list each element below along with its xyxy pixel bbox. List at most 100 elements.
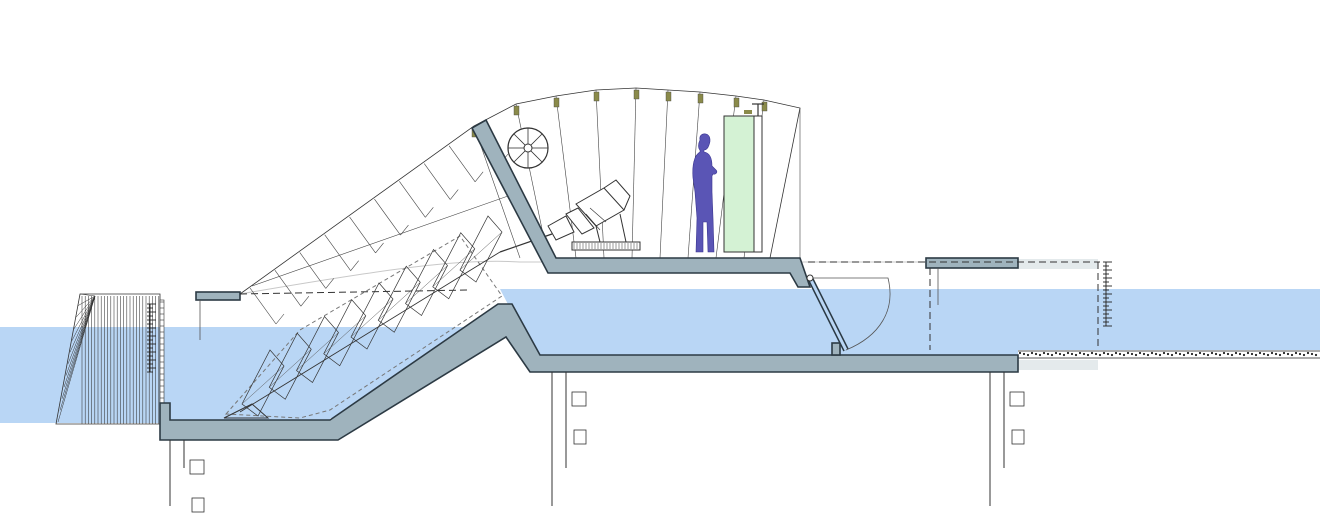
gravel-band xyxy=(1018,351,1320,359)
lid-bolt xyxy=(593,91,600,102)
lid-step-riser xyxy=(350,260,359,271)
gravel-stone xyxy=(1066,351,1070,355)
rack-slant xyxy=(63,295,96,388)
gravel-stone xyxy=(1134,353,1138,357)
gravel-stone xyxy=(1114,351,1118,355)
lid-bolt xyxy=(633,89,640,100)
lid-step-riser xyxy=(325,278,335,289)
gravel-stone xyxy=(1194,353,1198,357)
gravel-stone xyxy=(1242,353,1246,357)
coupling xyxy=(547,215,575,241)
lid-bolt xyxy=(733,97,740,108)
lid-bolt xyxy=(513,105,520,116)
control-cabinet xyxy=(723,103,764,253)
screw-blade xyxy=(432,232,476,300)
screw-turbine xyxy=(223,215,553,419)
gravel-stone xyxy=(1198,351,1202,355)
level-gauges xyxy=(147,261,1112,373)
housing-detail xyxy=(589,207,607,223)
inclined-wall xyxy=(470,118,812,288)
lid-step xyxy=(299,252,327,289)
lid-step-riser xyxy=(275,313,285,325)
gravel-stone xyxy=(1098,353,1102,357)
gravel-stone xyxy=(1298,352,1302,356)
lid-bolt xyxy=(761,101,768,112)
screw-blade xyxy=(459,215,503,283)
pale-concrete-extensions xyxy=(1018,259,1098,370)
lid-inner-chord xyxy=(251,195,509,287)
rack-slant xyxy=(77,295,96,306)
rack-slant xyxy=(75,295,96,318)
concrete-structure xyxy=(159,118,1019,441)
gravel-stone xyxy=(1314,353,1318,357)
enclosure-outline xyxy=(239,87,801,295)
gravel-stone xyxy=(1090,351,1094,355)
gravel-stone xyxy=(1246,351,1250,355)
fan-blade xyxy=(530,150,543,163)
gravel-stone xyxy=(1102,351,1106,355)
gravel-stone xyxy=(1042,351,1046,355)
gravel-stone xyxy=(1162,351,1166,355)
gravel-stone xyxy=(1186,351,1190,355)
gravel-stone xyxy=(1290,353,1294,357)
generator-assembly xyxy=(547,179,641,251)
pile-base xyxy=(1011,429,1025,445)
gravel-stone xyxy=(1262,352,1266,356)
gravel-stone xyxy=(1070,352,1074,356)
gravel-stone xyxy=(1126,351,1130,355)
gravel-stone xyxy=(1222,351,1226,355)
gravel-stone xyxy=(1118,352,1122,356)
riverbed-gravel xyxy=(1018,350,1320,359)
gravel-stone xyxy=(1082,352,1086,356)
flap-gate xyxy=(806,274,891,352)
gravel-stone xyxy=(1030,351,1034,355)
lid-step xyxy=(374,198,401,236)
gearbox xyxy=(565,207,595,235)
gravel-stone xyxy=(1110,353,1114,357)
cabinet-body xyxy=(723,115,755,253)
pile-base xyxy=(191,497,205,513)
dashed-guides xyxy=(199,261,1100,350)
screw-basin-water xyxy=(170,304,500,418)
lid-step xyxy=(274,270,302,307)
gravel-stone xyxy=(1270,351,1274,355)
lid-segment-edge xyxy=(595,89,605,259)
gravel-stone xyxy=(1238,352,1242,356)
gravel-stone xyxy=(1218,353,1222,357)
gravel-stone xyxy=(1054,351,1058,355)
gravel-stone xyxy=(1138,351,1142,355)
gravel-stone xyxy=(1282,351,1286,355)
gravel-stone xyxy=(1146,353,1150,357)
gravel-stone xyxy=(1214,352,1218,356)
gravel-stone xyxy=(1062,353,1066,357)
lid-step-riser xyxy=(300,296,310,307)
gravel-stone xyxy=(1294,351,1298,355)
generator-top xyxy=(603,179,631,211)
person-silhouette xyxy=(692,133,718,253)
gravel-stone xyxy=(1050,353,1054,357)
fan-blade xyxy=(513,133,526,146)
gate-sill xyxy=(831,342,841,356)
lid-step-riser xyxy=(425,207,434,218)
pile-cap xyxy=(189,459,205,475)
gravel-stone xyxy=(1226,352,1230,356)
pile-base xyxy=(573,429,587,445)
gravel-stone xyxy=(1302,353,1306,357)
lid-bolt xyxy=(697,93,704,104)
lid-step xyxy=(324,234,351,271)
gravel-stone xyxy=(1078,351,1082,355)
gravel-stone xyxy=(1202,352,1206,356)
screw-blade xyxy=(377,265,421,333)
gravel-stone xyxy=(1286,352,1290,356)
gravel-stone xyxy=(1122,353,1126,357)
gravel-stone xyxy=(1206,353,1210,357)
tailrace-water xyxy=(500,289,1320,355)
gravel-stone xyxy=(1130,352,1134,356)
rack-frame xyxy=(55,293,161,425)
rack-slant xyxy=(71,295,96,341)
foundation-piles xyxy=(169,372,1025,513)
gravel-stone xyxy=(1210,351,1214,355)
pile-cap xyxy=(1009,391,1025,407)
